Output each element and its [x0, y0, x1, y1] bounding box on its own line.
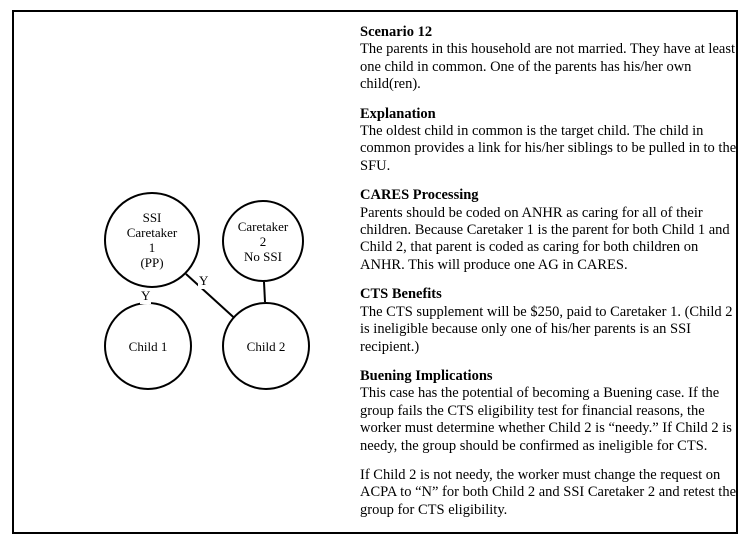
explanation-title: Explanation	[360, 105, 436, 122]
node-caretaker-2: Caretaker 2 No SSI	[222, 200, 304, 282]
buening-implications-title: Buening Implications	[360, 367, 493, 384]
content-frame: SSI Caretaker 1 (PP) Caretaker 2 No SSI …	[12, 10, 738, 534]
node-child-2-label: Child 2	[246, 338, 286, 354]
cares-processing-title: CARES Processing	[360, 187, 479, 204]
buening-implications-body: This case has the potential of becoming …	[360, 385, 732, 454]
node-ssi-caretaker-1-line-2: Caretaker	[126, 225, 178, 240]
node-ssi-caretaker-1-line-1: SSI	[142, 210, 162, 225]
edge-label-y-left: Y	[140, 288, 152, 304]
node-caretaker-2-line-1: Caretaker	[237, 218, 289, 234]
diagram-edges	[147, 273, 266, 335]
explanation-body: The oldest child in common is the target…	[360, 123, 737, 174]
node-caretaker-2-line-3: No SSI	[244, 248, 282, 264]
cts-benefits-title: CTS Benefits	[360, 286, 442, 303]
scenario-text-column: Scenario 12 The parents in this househol…	[360, 24, 742, 546]
buening-implications-body-2: If Child 2 is not needy, the worker must…	[360, 466, 737, 518]
node-child-2: Child 2	[222, 302, 310, 390]
node-child-1: Child 1	[104, 302, 192, 390]
node-ssi-caretaker-1-line-3: 1	[148, 240, 156, 255]
node-ssi-caretaker-1: SSI Caretaker 1 (PP)	[104, 192, 200, 288]
edge-label-y-right: Y	[198, 273, 210, 289]
node-ssi-caretaker-1-line-4: (PP)	[140, 255, 164, 270]
node-caretaker-2-line-2: 2	[259, 233, 267, 249]
relationship-diagram: SSI Caretaker 1 (PP) Caretaker 2 No SSI …	[26, 22, 356, 546]
cts-benefits-body: The CTS supplement will be $250, paid to…	[360, 303, 733, 355]
node-child-1-label: Child 1	[128, 338, 168, 354]
edge-caretaker2-child2	[263, 281, 266, 303]
scenario-title: Scenario 12	[360, 24, 433, 40]
scenario-body: The parents in this household are not ma…	[360, 41, 736, 93]
cares-processing-body: Parents should be coded on ANHR as carin…	[360, 204, 730, 273]
